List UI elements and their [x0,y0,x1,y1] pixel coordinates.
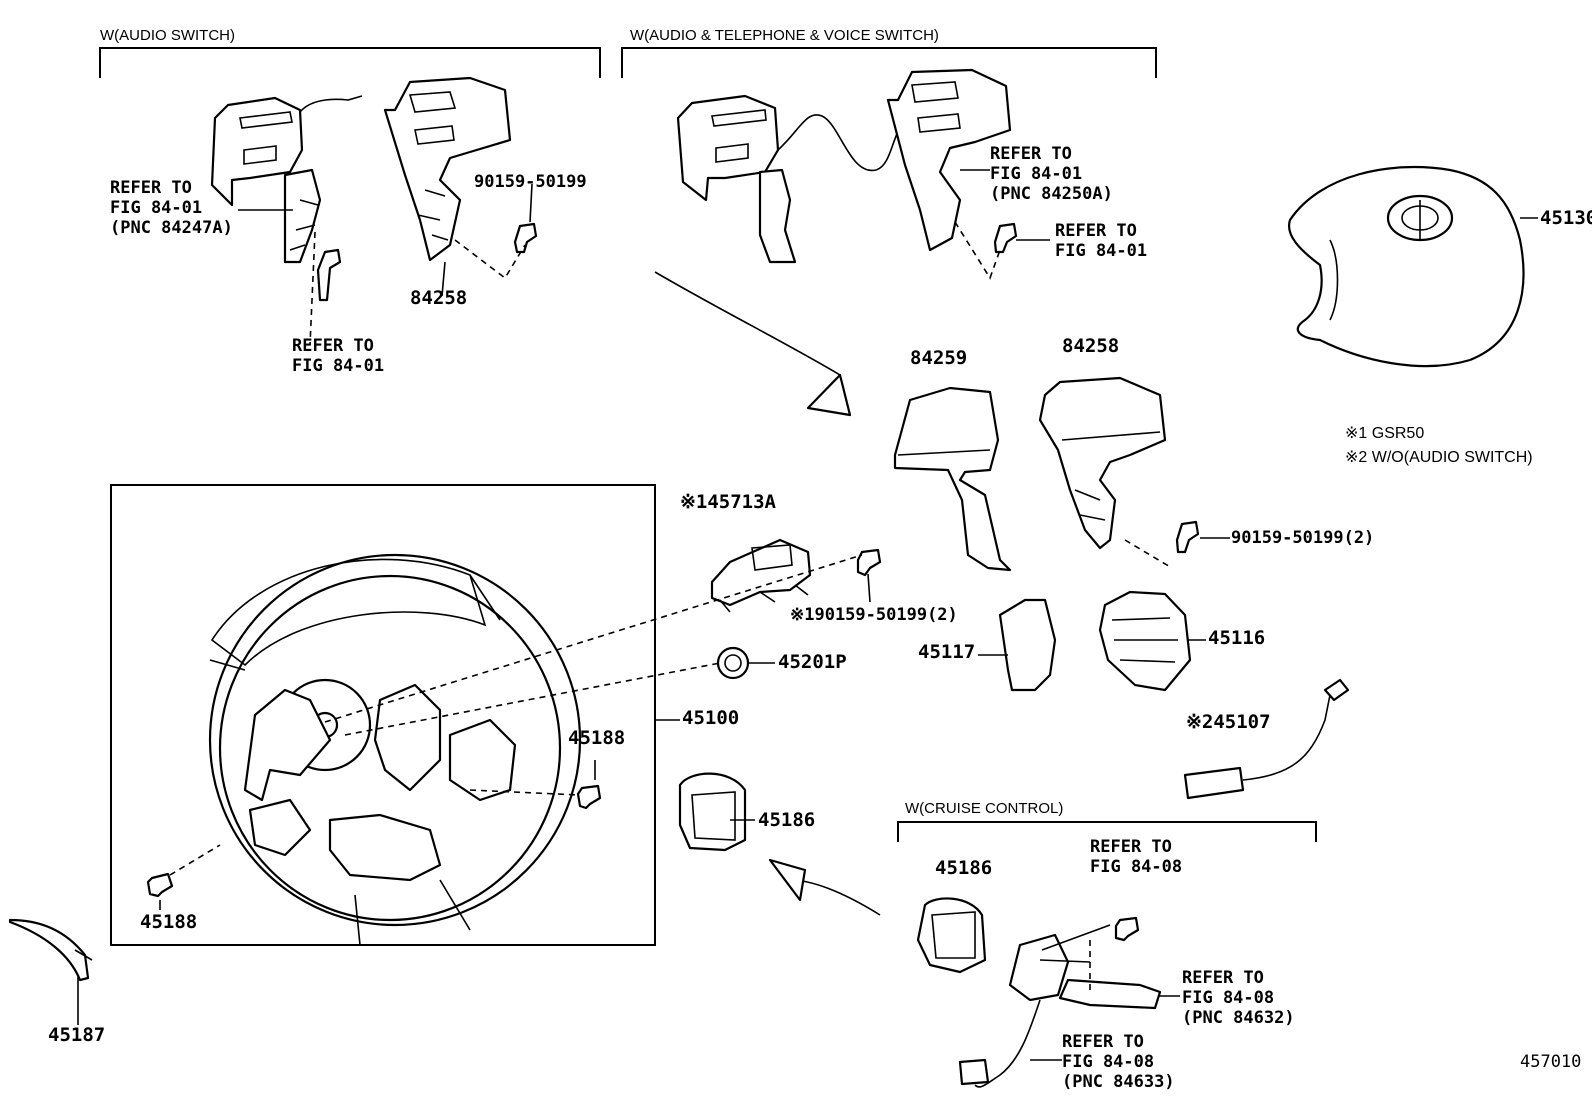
part-label-45116: 45116 [1208,627,1266,649]
part-label-45186-b: 45186 [935,857,993,879]
bolt-top-right [513,222,538,254]
bracket-audio-tel-voice [621,47,1157,78]
part-45186-b [916,897,987,974]
bolt-45713A [856,548,882,577]
part-label-45100: 45100 [682,707,740,729]
part-label-90159-top: 90159-50199 [474,172,587,192]
part-84258-mid [1038,376,1167,550]
bolt-tel [993,222,1018,254]
section-audio-switch: W(AUDIO SWITCH) [100,27,235,44]
part-84259 [893,386,1012,572]
part-label-90159-1: ※190159-50199(2) [790,605,958,625]
part-label-45188-right: 45188 [568,727,626,749]
tel-switch-right-part [886,68,1012,252]
bracket-cruise-control [897,821,1317,842]
cruise-wire [958,999,1041,1088]
part-45116 [1098,590,1192,692]
cruise-switch [1008,924,1162,1010]
part-label-45107: ※245107 [1186,711,1271,733]
steering-wheel-frame [110,484,656,946]
part-label-45201P: 45201P [778,651,847,673]
diagram-id: 457010 [1520,1052,1582,1072]
part-label-84259: 84259 [910,347,968,369]
part-label-45188-left: 45188 [140,911,198,933]
part-45186-a [678,772,747,852]
audio-switch-right-part [383,76,512,262]
part-label-45117: 45117 [918,641,976,663]
part-label-84258-top: 84258 [410,287,468,309]
part-label-45713A: ※145713A [680,491,776,513]
bolt-45188-right [576,784,602,810]
bolt-mid [1175,520,1200,554]
part-45107 [1183,678,1350,800]
airbag-45130 [1287,165,1525,368]
clip-45201P [716,646,750,680]
bolt-45188-left [146,872,174,898]
bracket-audio-switch [99,47,601,78]
part-label-84258-mid: 84258 [1062,335,1120,357]
section-cruise-control: W(CRUISE CONTROL) [905,800,1064,817]
part-45713A [710,538,812,613]
tel-switch-left-part [676,94,797,264]
arrow-top [654,271,841,376]
steering-wheel-drawing [208,553,582,946]
part-label-90159-2: 90159-50199(2) [1231,528,1375,548]
audio-switch-wire [299,95,363,113]
part-label-45187: 45187 [48,1024,106,1046]
tel-switch-wire [777,114,901,171]
part-45117 [998,598,1057,692]
bolt-cruise [1114,916,1140,942]
part-label-45186-a: 45186 [758,809,816,831]
part-label-45130: 45130 [1540,207,1592,229]
note-1: ※1 GSR50 [1345,425,1425,442]
part-45187 [8,918,93,982]
audio-switch-left-part [210,96,322,264]
note-2: ※2 W/O(AUDIO SWITCH) [1345,449,1533,466]
section-audio-tel-voice: W(AUDIO & TELEPHONE & VOICE SWITCH) [630,27,939,44]
bolt-top-left [316,248,342,302]
